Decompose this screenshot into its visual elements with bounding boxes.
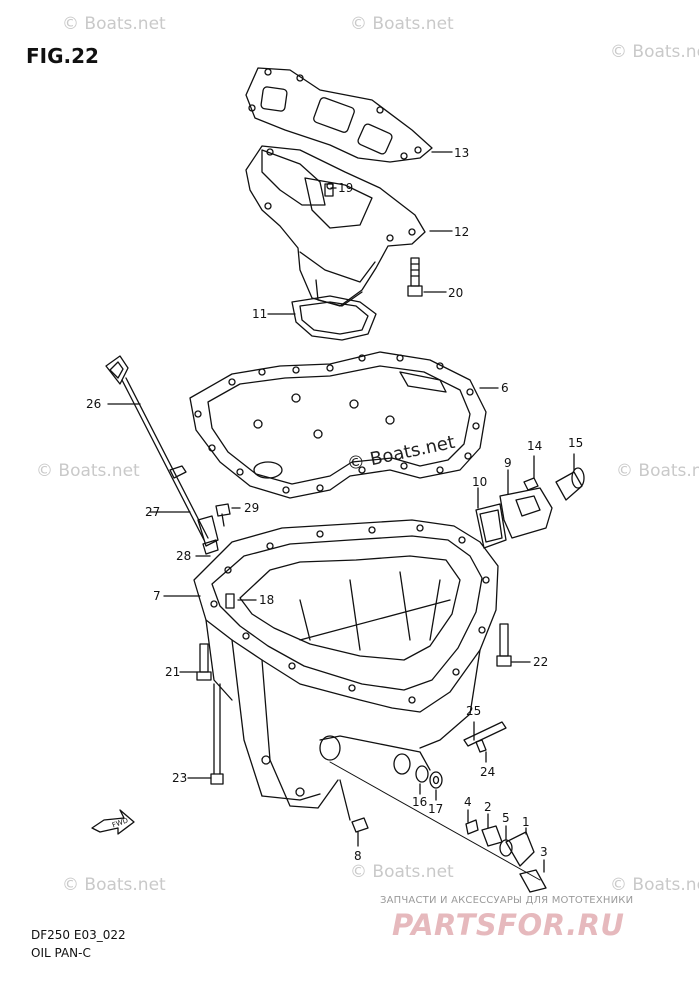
bolt-22 [496, 623, 512, 667]
filter-adaptor [475, 467, 585, 549]
brand-logo: PARTSFOR.RU [392, 908, 625, 942]
bracket-25 [463, 721, 507, 753]
callout-13: 13 [454, 146, 470, 160]
callout-15: 15 [568, 436, 584, 450]
callout-17: 17 [428, 802, 444, 816]
callout-14: 14 [527, 439, 543, 453]
oil-pan [193, 519, 499, 809]
callout-2: 2 [484, 800, 492, 814]
bolt-21 [196, 643, 212, 681]
callout-20: 20 [448, 286, 464, 300]
callout-23: 23 [172, 771, 188, 785]
callout-27: 27 [145, 505, 161, 519]
drain-plug-assembly [465, 819, 547, 893]
fitting-8 [351, 817, 369, 847]
dipstick [105, 355, 219, 555]
bolt-29 [215, 503, 231, 527]
callout-16: 16 [412, 795, 428, 809]
callout-4: 4 [464, 795, 472, 809]
callout-26: 26 [86, 397, 102, 411]
callout-18: 18 [259, 593, 275, 607]
callout-7: 7 [153, 589, 161, 603]
callout-6: 6 [501, 381, 509, 395]
watermark: © Boats.net [610, 875, 699, 895]
brand-tagline: ЗАПЧАСТИ И АКСЕССУАРЫ ДЛЯ МОТОТЕХНИКИ [380, 895, 634, 906]
callout-22: 22 [533, 655, 549, 669]
gasket-11 [291, 295, 377, 341]
callout-19: 19 [338, 181, 354, 195]
callout-8: 8 [354, 849, 362, 863]
diagram-name: OIL PAN-C [31, 946, 91, 960]
bolt-23 [210, 683, 224, 785]
callout-28: 28 [176, 549, 192, 563]
gasket-top [245, 67, 433, 163]
washers [415, 765, 443, 789]
fwd-arrow [91, 809, 135, 835]
gasket-oil-pan [189, 351, 487, 499]
bolt-20 [407, 257, 423, 297]
watermark: © Boats.net [350, 14, 454, 34]
watermark: © Boats.net [62, 14, 166, 34]
callout-3: 3 [540, 845, 548, 859]
watermark: © Boats.net [350, 862, 454, 882]
callout-12: 12 [454, 225, 470, 239]
watermark: © Boats.net [62, 875, 166, 895]
callout-5: 5 [502, 811, 510, 825]
callout-25: 25 [466, 704, 482, 718]
callout-29: 29 [244, 501, 260, 515]
watermark: © Boats.net [610, 42, 699, 62]
callout-1: 1 [522, 815, 530, 829]
oil-strainer-housing [245, 145, 426, 307]
diagram-code: DF250 E03_022 [31, 928, 126, 942]
callout-10: 10 [472, 475, 488, 489]
figure-title: FIG.22 [26, 44, 99, 68]
callout-9: 9 [504, 456, 512, 470]
callout-24: 24 [480, 765, 496, 779]
callout-11: 11 [252, 307, 268, 321]
watermark: © Boats.net [36, 461, 140, 481]
callout-21: 21 [165, 665, 181, 679]
watermark: © Boats.net [616, 461, 699, 481]
